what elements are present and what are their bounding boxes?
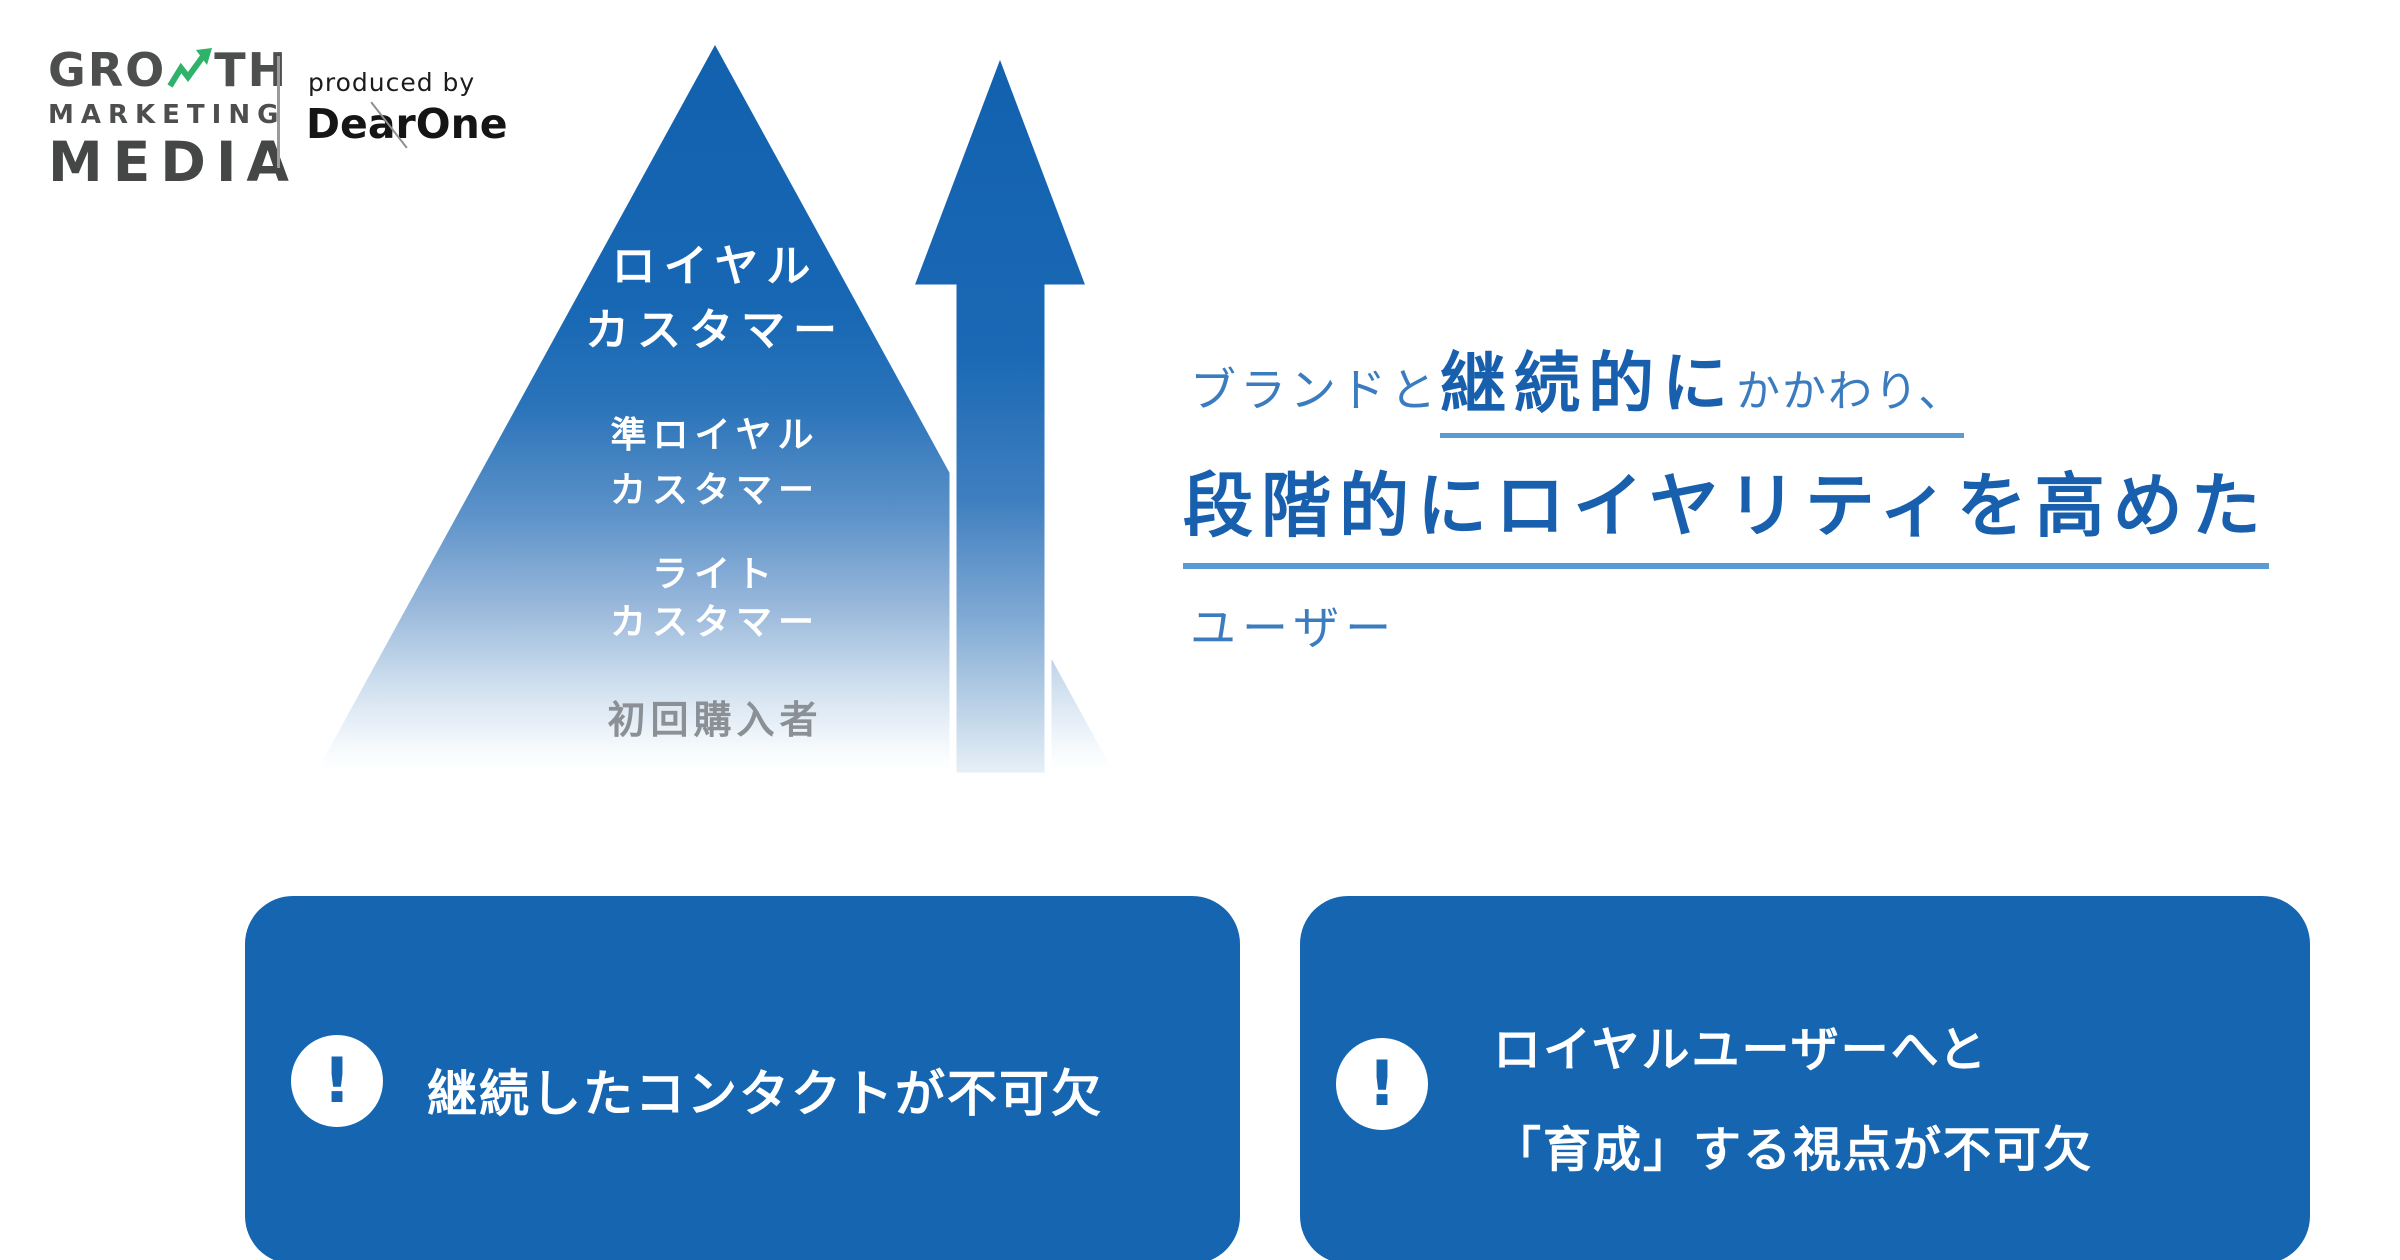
logo-growth-prefix: GRO	[48, 43, 167, 97]
exclamation-icon: !	[1336, 1038, 1428, 1130]
headline-kakawari-segment: かかわり、	[1736, 366, 1965, 417]
note-text-continuous-contact: 継続したコンタクトが不可欠	[427, 1065, 1103, 1123]
green-trend-arrow-icon	[167, 48, 213, 88]
logo-divider	[277, 56, 280, 168]
produced-by-label: produced by	[308, 68, 476, 97]
note-box-continuous-contact	[245, 896, 1240, 1260]
note-box-nurture-perspective	[1300, 896, 2310, 1260]
note-text-loyal-user-line1: ロイヤルユーザーへと	[1493, 1022, 1989, 1078]
headline-line2: 段階的にロイヤリティを高めた	[1183, 450, 2269, 569]
growth-marketing-media-logo: GRO TH MARKETING MEDIA	[48, 43, 299, 194]
pyramid-tier-semi-loyal-customer: 準ロイヤル カスタマー	[609, 415, 820, 511]
headline-line3-user: ユーザー	[1190, 601, 1398, 655]
logo-line-growth: GRO TH	[48, 43, 299, 97]
headline-continuous-segment: 継続的に	[1440, 345, 1736, 422]
logo-growth-suffix: TH	[214, 43, 289, 97]
headline-brand-segment: ブランドと	[1190, 363, 1440, 417]
headline-loyalty-raised-segment: 段階的にロイヤリティを高めた	[1183, 450, 2269, 569]
pyramid-tier-first-time-buyer: 初回購入者	[607, 698, 823, 742]
logo-line-marketing: MARKETING	[48, 100, 286, 130]
logo-line-media: MEDIA	[48, 130, 299, 194]
headline-line1: ブランドと継続的にかかわり、	[1190, 330, 1965, 438]
upward-growth-arrow	[904, 40, 1096, 780]
note-text-loyal-user-line2: 「育成」する視点が不可欠	[1493, 1122, 2094, 1178]
headline-underlined-group: 継続的にかかわり、	[1440, 330, 1965, 438]
pyramid-tier-light-customer: ライト カスタマー	[609, 554, 820, 643]
dearone-logo: DearOne	[306, 100, 508, 148]
exclamation-icon: !	[291, 1035, 383, 1127]
pyramid-tier-loyal-customer: ロイヤル カスタマー	[585, 241, 845, 356]
